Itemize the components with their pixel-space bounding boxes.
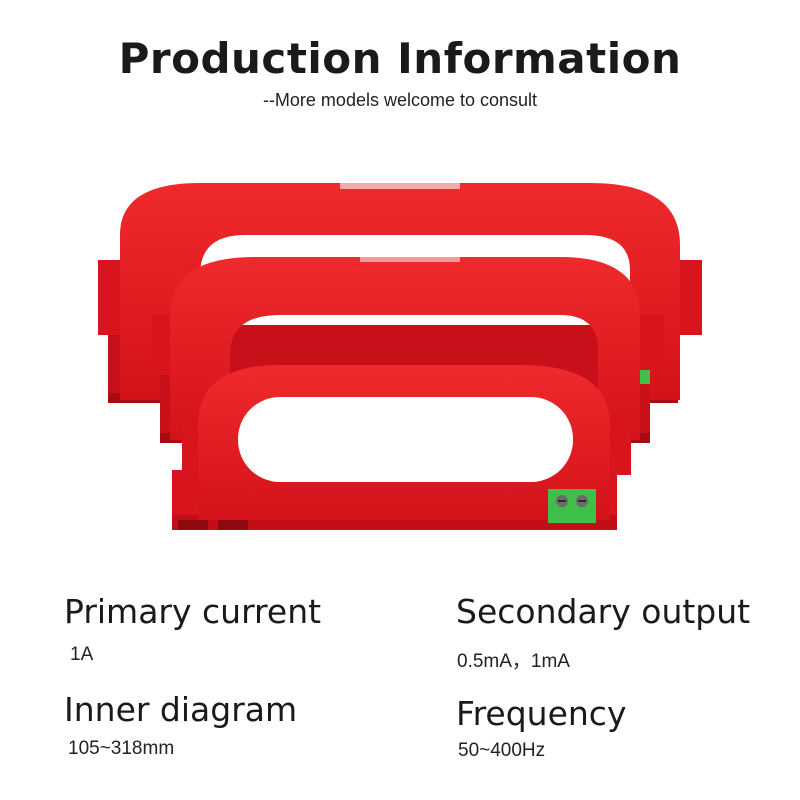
spec-value-frequency: 50~400Hz [458,740,546,761]
page-subtitle: --More models welcome to consult [262,90,538,110]
small-transformer [172,365,631,530]
spec-label-inner-diagram: Inner diagram [64,690,298,729]
current-transformer-image [98,183,702,530]
spec-value-primary-current: 1A [70,644,94,665]
spec-label-frequency: Frequency [456,694,627,733]
spec-label-secondary-output: Secondary output [456,592,751,631]
spec-label-primary-current: Primary current [64,592,322,631]
spec-value-inner-diagram: 105~318mm [68,738,175,759]
spec-value-secondary-output: 0.5mA，1mA [457,651,570,672]
page-title: Production Information [118,34,682,83]
